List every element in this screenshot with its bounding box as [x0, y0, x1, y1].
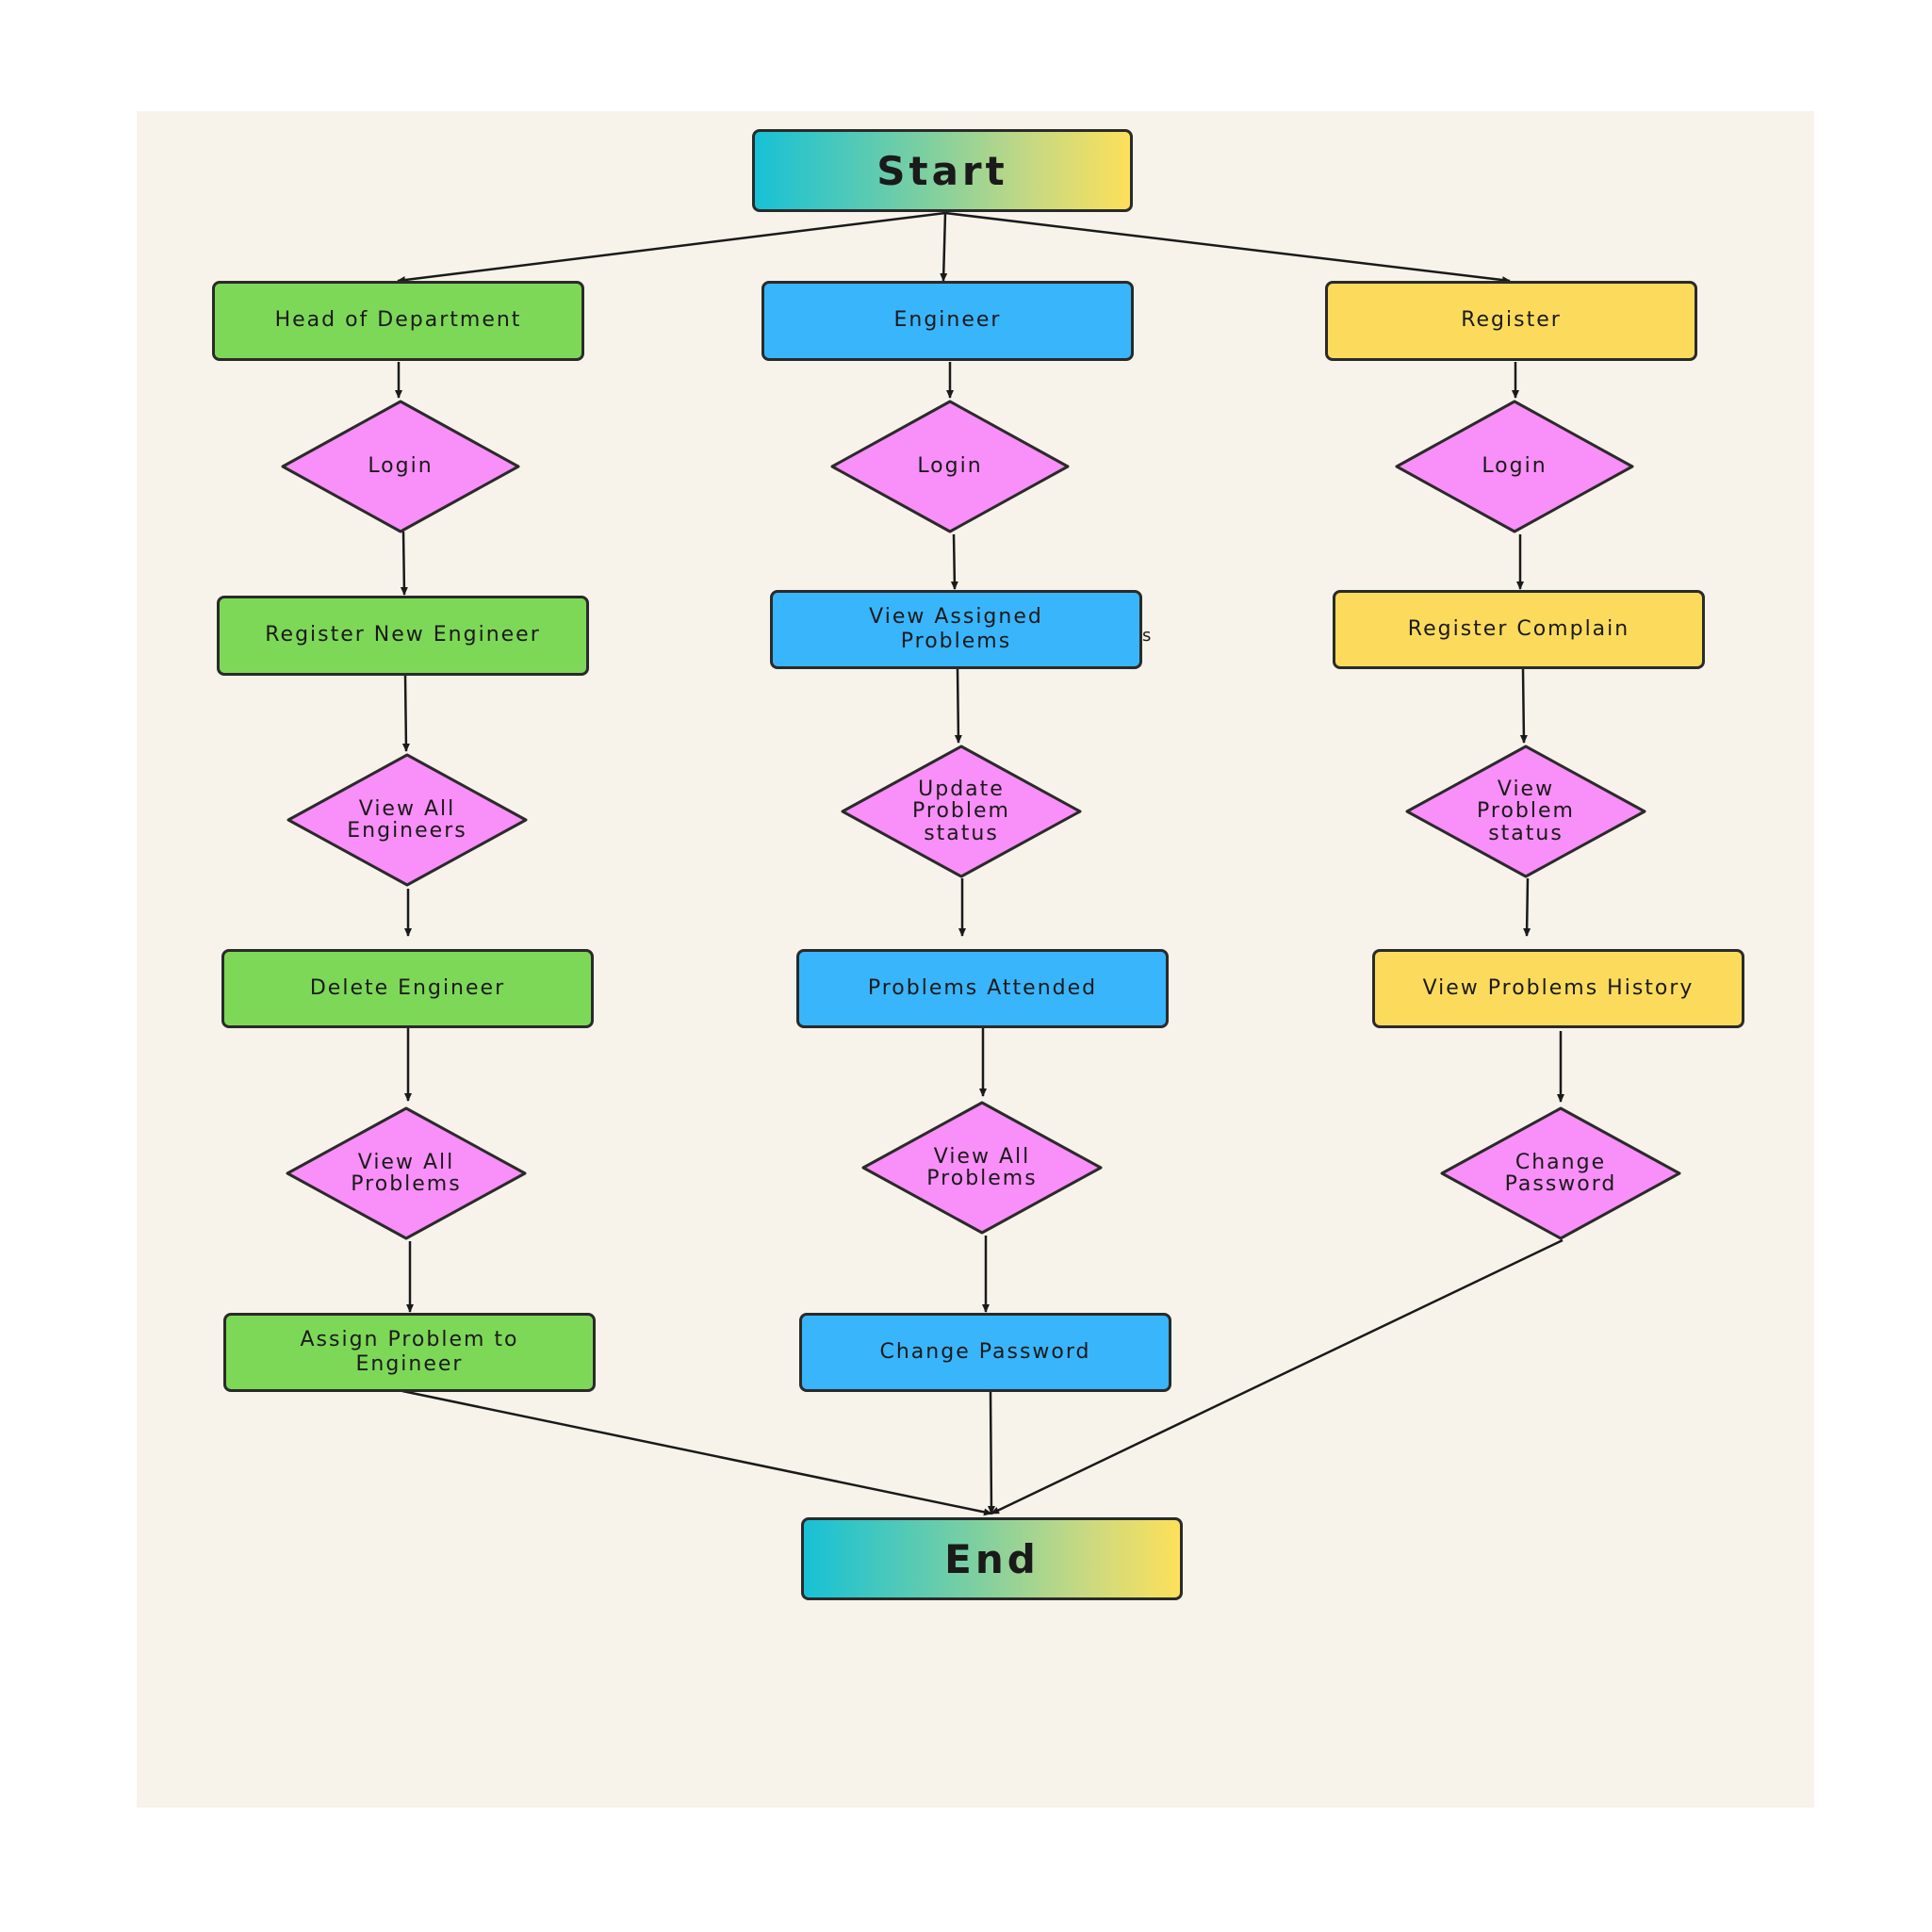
edge-view-status-to-history	[1523, 877, 1531, 937]
engineer-view-all-problems-label: View All Problems	[926, 1144, 1038, 1190]
view-problems-history-node: View Problems History	[1372, 949, 1744, 1028]
edge-start-to-engineer	[940, 212, 948, 282]
register-login-decision: Login	[1394, 399, 1635, 534]
engineer-view-all-problems-decision: View All Problems	[860, 1100, 1104, 1236]
engineer-change-password-node: Change Password	[799, 1313, 1171, 1392]
edge-start-to-register	[944, 211, 1511, 285]
hod-view-all-problems-label: View All Problems	[351, 1150, 462, 1196]
engineer-login-label: Login	[917, 454, 983, 479]
edge-start-to-hod	[397, 211, 946, 284]
hod-login-label: Login	[368, 454, 434, 479]
hod-login-decision: Login	[280, 399, 521, 534]
view-assigned-problems-node: View Assigned Problems	[770, 590, 1142, 669]
register-change-password-decision: Change Password	[1439, 1105, 1682, 1241]
update-problem-status-decision: Update Problem status	[840, 744, 1083, 879]
edge-register-engineer-to-view-engineers	[401, 675, 410, 752]
view-all-engineers-decision: View All Engineers	[286, 752, 529, 888]
edge-complain-to-view-status	[1519, 667, 1528, 744]
stray-text: s	[1142, 626, 1152, 646]
register-login-label: Login	[1482, 454, 1547, 479]
update-problem-status-label: Update Problem status	[912, 778, 1010, 845]
view-problem-status-decision: View Problem status	[1404, 744, 1647, 879]
engineer-login-decision: Login	[829, 399, 1071, 534]
register-new-engineer-node: Register New Engineer	[217, 596, 589, 676]
delete-engineer-node: Delete Engineer	[221, 949, 594, 1028]
edge-assign-to-end	[401, 1389, 992, 1516]
view-all-engineers-label: View All Engineers	[347, 796, 467, 843]
start-node: Start	[752, 129, 1133, 212]
assign-problem-node: Assign Problem to Engineer	[223, 1313, 596, 1392]
hod-view-all-problems-decision: View All Problems	[285, 1105, 528, 1241]
view-problem-status-label: View Problem status	[1477, 778, 1575, 845]
end-node: End	[801, 1517, 1183, 1600]
edge-reg-change-password-to-end	[991, 1238, 1564, 1515]
head-of-department-node: Head of Department	[212, 281, 584, 361]
engineer-node: Engineer	[761, 281, 1134, 361]
problems-attended-node: Problems Attended	[796, 949, 1169, 1028]
register-node: Register	[1325, 281, 1697, 361]
edge-hod-login-to-register-engineer	[400, 531, 408, 596]
register-complain-node: Register Complain	[1333, 590, 1705, 669]
edge-eng-login-to-view-assigned	[950, 533, 958, 590]
register-change-password-label: Change Password	[1504, 1150, 1617, 1196]
